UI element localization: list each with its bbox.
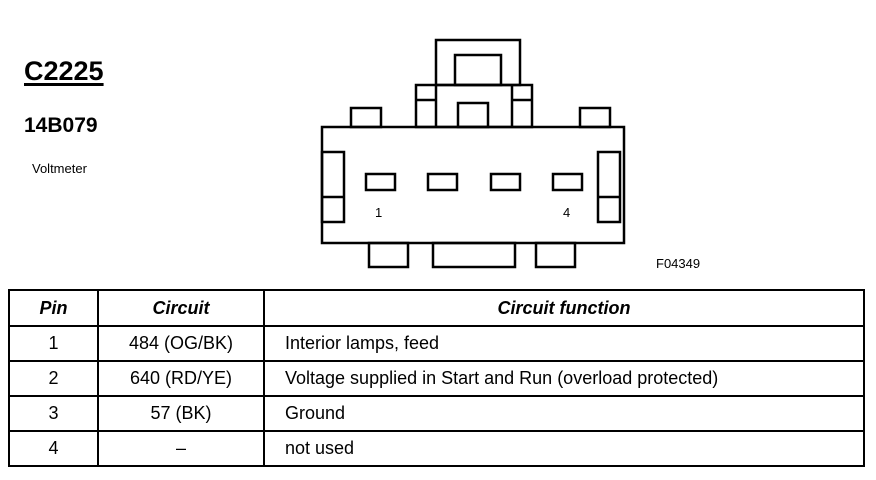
top-tab-left [349,106,383,129]
top-tab-right [578,106,612,129]
bottom-foot-center [431,241,517,269]
pin-number: 3 [8,395,99,432]
latch-outer [434,38,522,87]
circuit-code: 57 (BK) [97,395,265,432]
component-name: Voltmeter [32,161,87,176]
rail-left [320,150,346,224]
bottom-foot-right [534,241,577,269]
table-row: 3 57 (BK) Ground [8,395,865,432]
circuit-function: not used [263,430,865,467]
circuit-code: 640 (RD/YE) [97,360,265,397]
header-function: Circuit function [263,289,865,327]
key-slot [456,101,490,129]
table-row: 4 – not used [8,430,865,467]
connector-id: C2225 [24,56,104,86]
pin-label-first: 1 [375,205,383,220]
circuit-function: Voltage supplied in Start and Run (overl… [263,360,865,397]
latch-inner [453,53,503,87]
pin-cavity-2 [426,172,459,192]
rail-right [596,150,622,224]
header-circuit: Circuit [97,289,265,327]
bottom-foot-left [367,241,410,269]
table-row: 2 640 (RD/YE) Voltage supplied in Start … [8,360,865,397]
circuit-code: – [97,430,265,467]
table-header-row: Pin Circuit Circuit function [8,289,865,327]
connector-body [320,125,626,245]
pin-cavity-4 [551,172,584,192]
pinout-table: Pin Circuit Circuit function 1 484 (OG/B… [8,289,865,467]
pin-label-last: 4 [563,205,571,220]
pin-number: 2 [8,360,99,397]
circuit-function: Interior lamps, feed [263,325,865,362]
circuit-code: 484 (OG/BK) [97,325,265,362]
table-row: 1 484 (OG/BK) Interior lamps, feed [8,325,865,362]
pin-cavity-3 [489,172,522,192]
figure-code: F04349 [656,256,701,271]
pin-number: 1 [8,325,99,362]
pin-number: 4 [8,430,99,467]
part-number: 14B079 [24,114,98,137]
shroud-upper [414,83,534,129]
circuit-function: Ground [263,395,865,432]
connector-face-diagram [320,38,626,269]
header-pin: Pin [8,289,99,327]
pin-cavity-1 [364,172,397,192]
